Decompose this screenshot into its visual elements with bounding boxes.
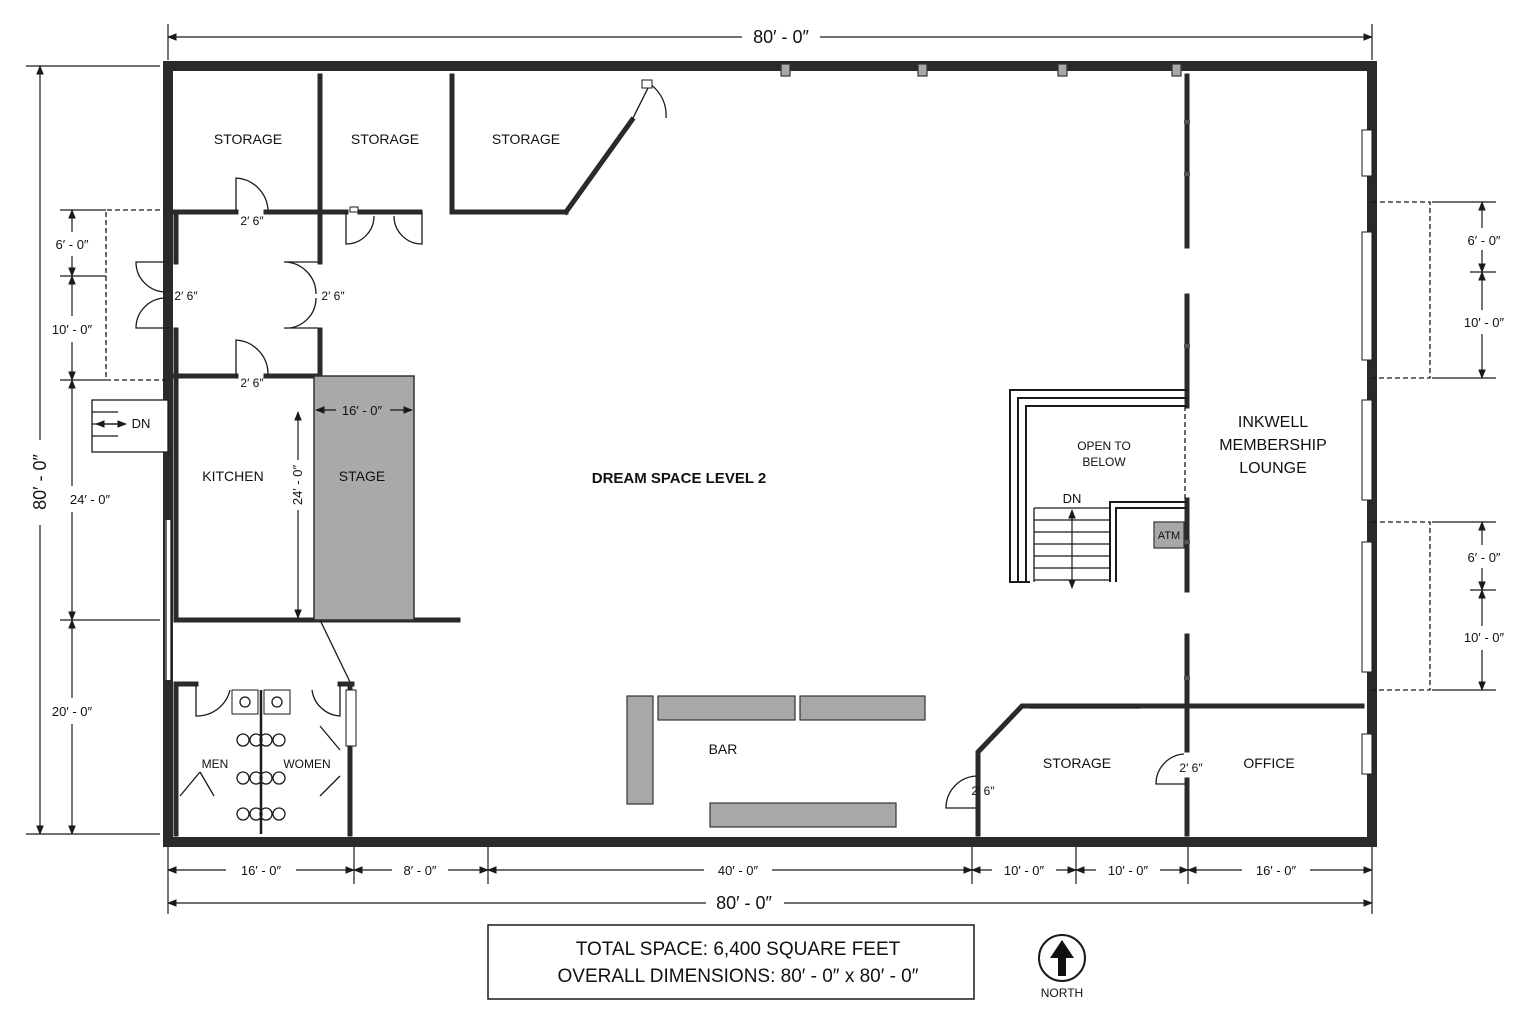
bottom-overall-label: 80′ - 0″ (716, 893, 772, 913)
kitchen-stage-walls (173, 373, 461, 683)
stage-depth-label: 24′ - 0″ (290, 464, 305, 505)
atm-box (1153, 521, 1185, 549)
bottom-segment-dimensions: 16′ - 0″ 8′ - 0″ 40′ - 0″ 10′ - 0″ 10′ -… (167, 846, 1373, 884)
restroom-fixtures (236, 733, 286, 821)
room-storage-3: STORAGE (492, 131, 560, 147)
west-stair-dn-label: DN (132, 416, 151, 431)
bottom-seg-6: 16′ - 0″ (1256, 863, 1297, 878)
open-below-line2: BELOW (1082, 455, 1126, 469)
right-segment-dimensions: 6′ - 0″ 10′ - 0″ 6′ - 0″ 10′ - 0″ (1432, 201, 1505, 691)
summary-box: TOTAL SPACE: 6,400 SQUARE FEET OVERALL D… (487, 924, 975, 1000)
room-bar: BAR (709, 741, 738, 757)
right-seg-1: 6′ - 0″ (1467, 233, 1500, 248)
door-width-vestibule-west: 2′ 6″ (174, 289, 198, 303)
bottom-seg-3: 40′ - 0″ (718, 863, 759, 878)
right-seg-2: 10′ - 0″ (1464, 315, 1505, 330)
room-storage-1: STORAGE (214, 131, 282, 147)
stage-width-label: 16′ - 0″ (342, 403, 383, 418)
top-overall-dimension: 80′ - 0″ (167, 24, 1373, 60)
left-overall-label: 80′ - 0″ (30, 453, 50, 509)
lounge-line-3: LOUNGE (1239, 460, 1307, 477)
door-width-office: 2′ 6″ (1179, 761, 1203, 775)
door-width-storage-south: 2′ 6″ (971, 784, 995, 798)
doors (135, 79, 1186, 809)
door-width-vestibule-east: 2′ 6″ (321, 289, 345, 303)
left-seg-2: 10′ - 0″ (52, 322, 93, 337)
open-below-line1: OPEN TO (1077, 439, 1131, 453)
left-seg-4: 20′ - 0″ (52, 704, 93, 719)
room-stage: STAGE (339, 468, 385, 484)
left-seg-1: 6′ - 0″ (55, 237, 88, 252)
bottom-seg-2: 8′ - 0″ (403, 863, 436, 878)
restroom-walls (173, 681, 357, 837)
summary-line-2: OVERALL DIMENSIONS: 80′ - 0″ x 80′ - 0″ (558, 966, 919, 987)
left-segment-dimensions: 6′ - 0″ 10′ - 0″ 24′ - 0″ 20′ - 0″ (52, 209, 160, 835)
door-width-vestibule-south: 2′ 6″ (240, 376, 264, 390)
north-label: NORTH (1041, 986, 1083, 1000)
stair-dn-label: DN (1063, 491, 1082, 506)
bar-counters (626, 695, 926, 828)
north-arrow-icon (1038, 934, 1086, 982)
lounge-partitions (1184, 73, 1190, 837)
top-overall-label: 80′ - 0″ (753, 27, 809, 47)
open-to-below-stair: DN OPEN TO BELOW ATM (1009, 389, 1187, 589)
summary-line-1: TOTAL SPACE: 6,400 SQUARE FEET (576, 939, 901, 960)
northwest-storage-walls (165, 73, 636, 379)
west-balcony: DN (91, 209, 169, 453)
bottom-seg-4: 10′ - 0″ (1004, 863, 1045, 878)
plan-title: DREAM SPACE LEVEL 2 (592, 470, 766, 487)
lounge-line-2: MEMBERSHIP (1219, 437, 1327, 454)
room-kitchen: KITCHEN (202, 468, 263, 484)
room-storage-2: STORAGE (351, 131, 419, 147)
right-seg-4: 10′ - 0″ (1464, 630, 1505, 645)
room-labels: STORAGE STORAGE STORAGE KITCHEN STAGE DR… (202, 131, 1327, 771)
room-office: OFFICE (1243, 755, 1294, 771)
room-women: WOMEN (283, 757, 330, 771)
bottom-seg-5: 10′ - 0″ (1108, 863, 1149, 878)
bottom-seg-1: 16′ - 0″ (241, 863, 282, 878)
right-seg-3: 6′ - 0″ (1467, 550, 1500, 565)
left-seg-3: 24′ - 0″ (70, 492, 111, 507)
lounge-line-1: INKWELL (1238, 414, 1308, 431)
southeast-rooms (975, 703, 1365, 837)
stage-platform (313, 375, 415, 621)
atm-label: ATM (1158, 530, 1180, 542)
door-width-labels: 2′ 6″ 2′ 6″ 2′ 6″ 2′ 6″ 2′ 6″ 2′ 6″ (174, 214, 1203, 798)
room-men: MEN (202, 757, 229, 771)
exterior-walls (163, 61, 1377, 847)
bottom-overall-dimension: 80′ - 0″ (167, 884, 1373, 914)
east-balconies (1372, 201, 1431, 691)
room-storage-south: STORAGE (1043, 755, 1111, 771)
door-width-vestibule-north: 2′ 6″ (240, 214, 264, 228)
stage-dimensions: 16′ - 0″ 24′ - 0″ (290, 403, 413, 619)
left-overall-dimension: 80′ - 0″ (26, 65, 160, 835)
